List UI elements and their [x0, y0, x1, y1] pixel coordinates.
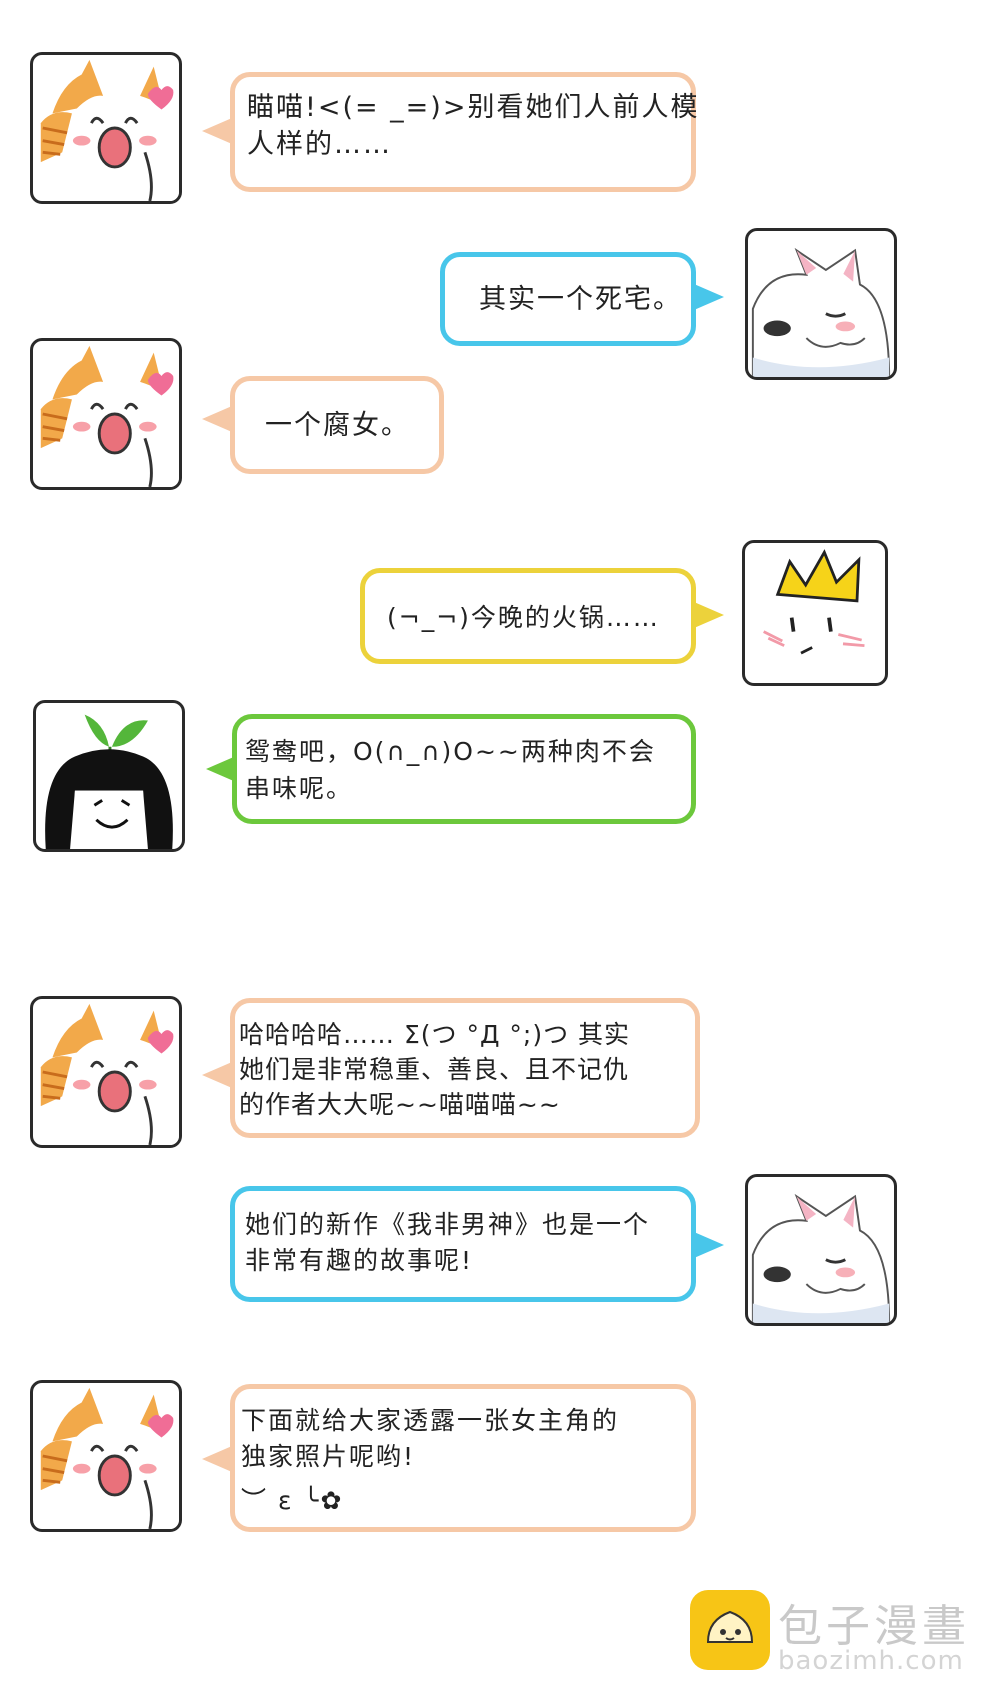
crown-face-icon [745, 543, 885, 683]
sprout-girl-icon [36, 703, 182, 849]
message-line: 独家照片呢哟! [241, 1442, 416, 1471]
bubble-tail [202, 1446, 232, 1472]
message-line: 她们的新作《我非男神》也是一个 [245, 1210, 651, 1239]
message-line: 串味呢。 [245, 774, 354, 803]
message-line: 一个腐女。 [265, 410, 410, 441]
message-bubble-2: 其实一个死宅。 [440, 252, 696, 346]
dog-avatar [745, 1174, 897, 1326]
message-line: 非常有趣的故事呢! [245, 1246, 474, 1275]
emoticon-line: ︶ ε ╰✿ [241, 1486, 344, 1515]
watermark-url: baozimh.com [778, 1646, 964, 1676]
crown-avatar [742, 540, 888, 686]
cat-icon [33, 341, 179, 487]
message-line: 下面就给大家透露一张女主角的 [241, 1406, 620, 1435]
bubble-tail [202, 406, 232, 432]
message-bubble-6: 哈哈哈哈…… Σ(つ °Д °;)つ 其实 她们是非常稳重、善良、且不记仇 的作… [230, 998, 700, 1138]
cat-avatar [30, 338, 182, 490]
message-bubble-8: 下面就给大家透露一张女主角的 独家照片呢哟! ︶ ε ╰✿ [230, 1384, 696, 1532]
cat-icon [33, 1383, 179, 1529]
watermark: 包子漫畫 baozimh.com [690, 1590, 990, 1680]
message-line: (¬_¬)今晚的火锅…… [387, 603, 660, 632]
bubble-tail [694, 284, 724, 310]
message-line: 鸳鸯吧，O(∩_∩)O~~两种肉不会 [245, 737, 656, 766]
bubble-tail [694, 1232, 724, 1258]
bun-logo-icon [690, 1590, 770, 1670]
message-line: 她们是非常稳重、善良、且不记仇 [239, 1055, 630, 1084]
watermark-text: 包子漫畫 [778, 1601, 970, 1652]
sprout-girl-avatar [33, 700, 185, 852]
bubble-tail [206, 756, 236, 782]
message-bubble-3: 一个腐女。 [230, 376, 444, 474]
cat-avatar [30, 52, 182, 204]
message-bubble-1: 瞄喵!<(= _=)>别看她们人前人模 人样的…… [230, 72, 700, 192]
dog-icon [748, 231, 894, 377]
message-line: 人样的…… [247, 129, 392, 160]
message-line: 的作者大大呢~~喵喵喵~~ [239, 1090, 561, 1119]
bubble-tail [694, 602, 724, 628]
message-line: 瞄喵!<(= _=)>别看她们人前人模 [247, 92, 700, 123]
message-line: 哈哈哈哈…… Σ(つ °Д °;)つ 其实 [239, 1020, 631, 1049]
cat-avatar [30, 1380, 182, 1532]
message-bubble-4: (¬_¬)今晚的火锅…… [360, 568, 696, 664]
dog-avatar [745, 228, 897, 380]
bubble-tail [202, 118, 232, 144]
dog-icon [748, 1177, 894, 1323]
message-bubble-7: 她们的新作《我非男神》也是一个 非常有趣的故事呢! [230, 1186, 696, 1302]
cat-icon [33, 55, 179, 201]
bubble-tail [202, 1062, 232, 1088]
message-bubble-5: 鸳鸯吧，O(∩_∩)O~~两种肉不会 串味呢。 [232, 714, 696, 824]
cat-icon [33, 999, 179, 1145]
cat-avatar [30, 996, 182, 1148]
message-line: 其实一个死宅。 [479, 284, 682, 315]
